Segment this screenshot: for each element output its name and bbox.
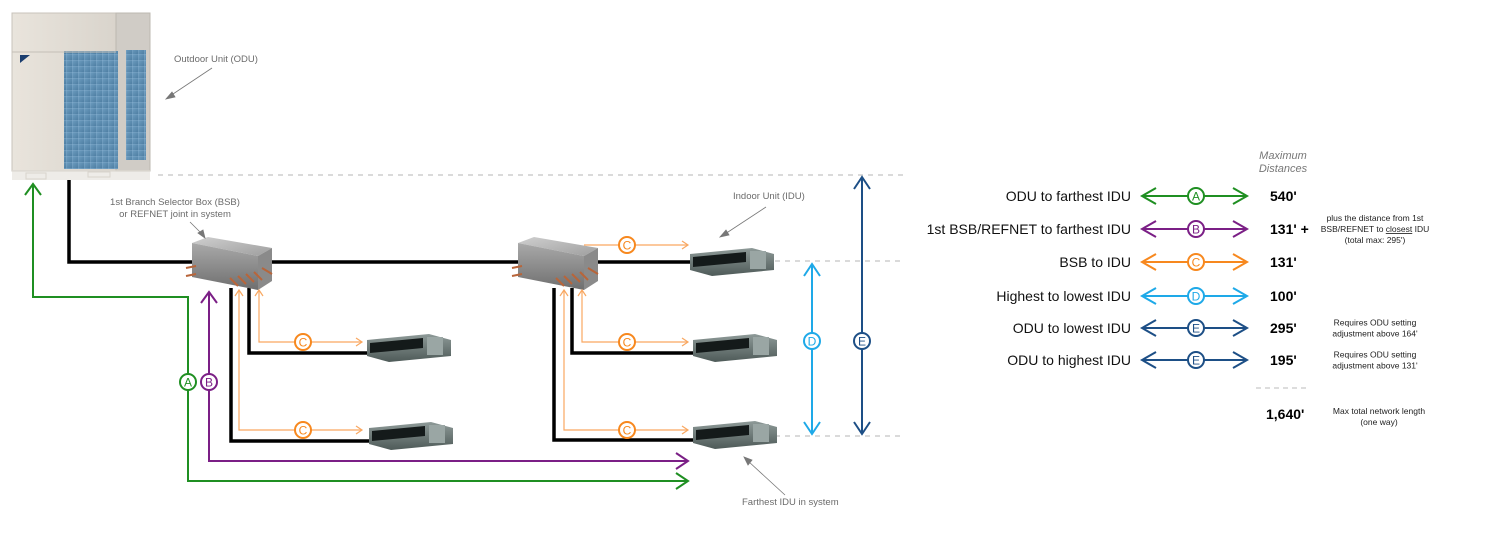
brand-logo-icon — [20, 55, 30, 63]
indoor-unit — [693, 421, 777, 449]
legend-row-label: Highest to lowest IDU — [996, 288, 1131, 304]
marker-e: E — [853, 332, 871, 350]
refrigerant-pipes — [67, 180, 693, 443]
legend-row: ODU to farthest IDU A 540' — [1006, 187, 1297, 205]
indoor-unit — [369, 422, 453, 450]
legend-marker-d: D — [1187, 287, 1205, 305]
legend-total-note-line1: Max total network length — [1333, 406, 1425, 416]
legend-row-note: Requires ODU setting — [1334, 318, 1417, 328]
marker-c: C — [618, 333, 636, 351]
marker-letter: C — [299, 335, 308, 349]
indoor-unit — [690, 248, 774, 276]
marker-a: A — [179, 373, 197, 391]
marker-letter: D — [808, 334, 817, 348]
legend-row-label: BSB to IDU — [1059, 254, 1131, 270]
legend-row-label: ODU to highest IDU — [1007, 352, 1131, 368]
bsb-label-line1: 1st Branch Selector Box (BSB) — [110, 197, 240, 208]
path-e-odu-to-idu-height — [853, 175, 871, 436]
indoor-unit — [693, 334, 777, 362]
legend-row: Highest to lowest IDU D 100' — [996, 287, 1297, 305]
legend-marker-e: E — [1187, 351, 1205, 369]
marker-c: C — [618, 236, 636, 254]
marker-letter: A — [184, 375, 192, 389]
callout-pointers — [164, 67, 786, 496]
legend-header-line2: Distances — [1259, 163, 1308, 175]
branch-selector-box-2 — [511, 237, 599, 290]
path-b-bsb-to-farthest-idu — [200, 290, 690, 470]
legend-row-note: plus the distance from 1st — [1327, 213, 1424, 223]
marker-letter: A — [1192, 189, 1200, 203]
distance-legend: Maximum Distances ODU to farthest IDU A 54… — [927, 150, 1430, 427]
legend-row-note: BSB/REFNET to closest IDU — [1321, 224, 1430, 234]
legend-row-value: 195' — [1270, 352, 1297, 368]
marker-c: C — [294, 333, 312, 351]
outdoor-unit — [11, 12, 151, 180]
legend-row: 1st BSB/REFNET to farthest IDU B 131' + plu… — [927, 213, 1430, 245]
marker-letter: C — [623, 423, 632, 437]
odu-label: Outdoor Unit (ODU) — [174, 54, 258, 65]
legend-row-value: 100' — [1270, 288, 1297, 304]
marker-c: C — [294, 421, 312, 439]
marker-letter: C — [299, 423, 308, 437]
legend-row-value: 540' — [1270, 188, 1297, 204]
marker-letter: D — [1192, 289, 1201, 303]
indoor-unit — [367, 334, 451, 362]
legend-row-label: ODU to lowest IDU — [1013, 320, 1131, 336]
marker-d: D — [803, 332, 821, 350]
marker-c: C — [618, 421, 636, 439]
marker-letter: C — [1192, 255, 1201, 269]
bsb-label-line2: or REFNET joint in system — [119, 209, 231, 220]
marker-letter: C — [623, 238, 632, 252]
marker-letter: C — [623, 335, 632, 349]
branch-selector-box-1 — [185, 237, 273, 290]
legend-row-note: Requires ODU setting — [1334, 350, 1417, 360]
legend-row-label: 1st BSB/REFNET to farthest IDU — [927, 221, 1131, 237]
legend-row-label: ODU to farthest IDU — [1006, 188, 1131, 204]
path-a-odu-to-farthest-idu — [24, 182, 690, 490]
legend-row: ODU to lowest IDU E 295' Requires ODU setti… — [1013, 318, 1418, 339]
legend-marker-c: C — [1187, 253, 1205, 271]
legend-marker-b: B — [1187, 220, 1205, 238]
legend-marker-e: E — [1187, 319, 1205, 337]
indoor-units — [367, 248, 777, 450]
legend-row-value: 131' + — [1270, 221, 1309, 237]
farthest-idu-label: Farthest IDU in system — [742, 497, 839, 508]
reference-lines — [158, 174, 905, 437]
legend-row-value: 131' — [1270, 254, 1297, 270]
marker-letter: B — [1192, 222, 1200, 236]
legend-row: BSB to IDU C 131' — [1059, 253, 1297, 271]
legend-row-value: 295' — [1270, 320, 1297, 336]
marker-letter: E — [858, 334, 866, 348]
legend-header-line1: Maximum — [1259, 150, 1307, 162]
legend-marker-a: A — [1187, 187, 1205, 205]
legend-total-value: 1,640' — [1266, 406, 1304, 422]
legend-total-note-line2: (one way) — [1360, 417, 1397, 427]
marker-b: B — [200, 373, 218, 391]
marker-letter: E — [1192, 321, 1200, 335]
legend-row-note: adjustment above 131' — [1332, 361, 1418, 371]
legend-row-note: adjustment above 164' — [1332, 329, 1418, 339]
idu-label: Indoor Unit (IDU) — [733, 191, 805, 202]
marker-letter: B — [205, 375, 213, 389]
legend-row: ODU to highest IDU E 195' Requires ODU sett… — [1007, 350, 1418, 371]
legend-row-note: (total max: 295') — [1345, 235, 1406, 245]
bsb-to-idu-paths — [234, 240, 690, 435]
marker-letter: E — [1192, 353, 1200, 367]
